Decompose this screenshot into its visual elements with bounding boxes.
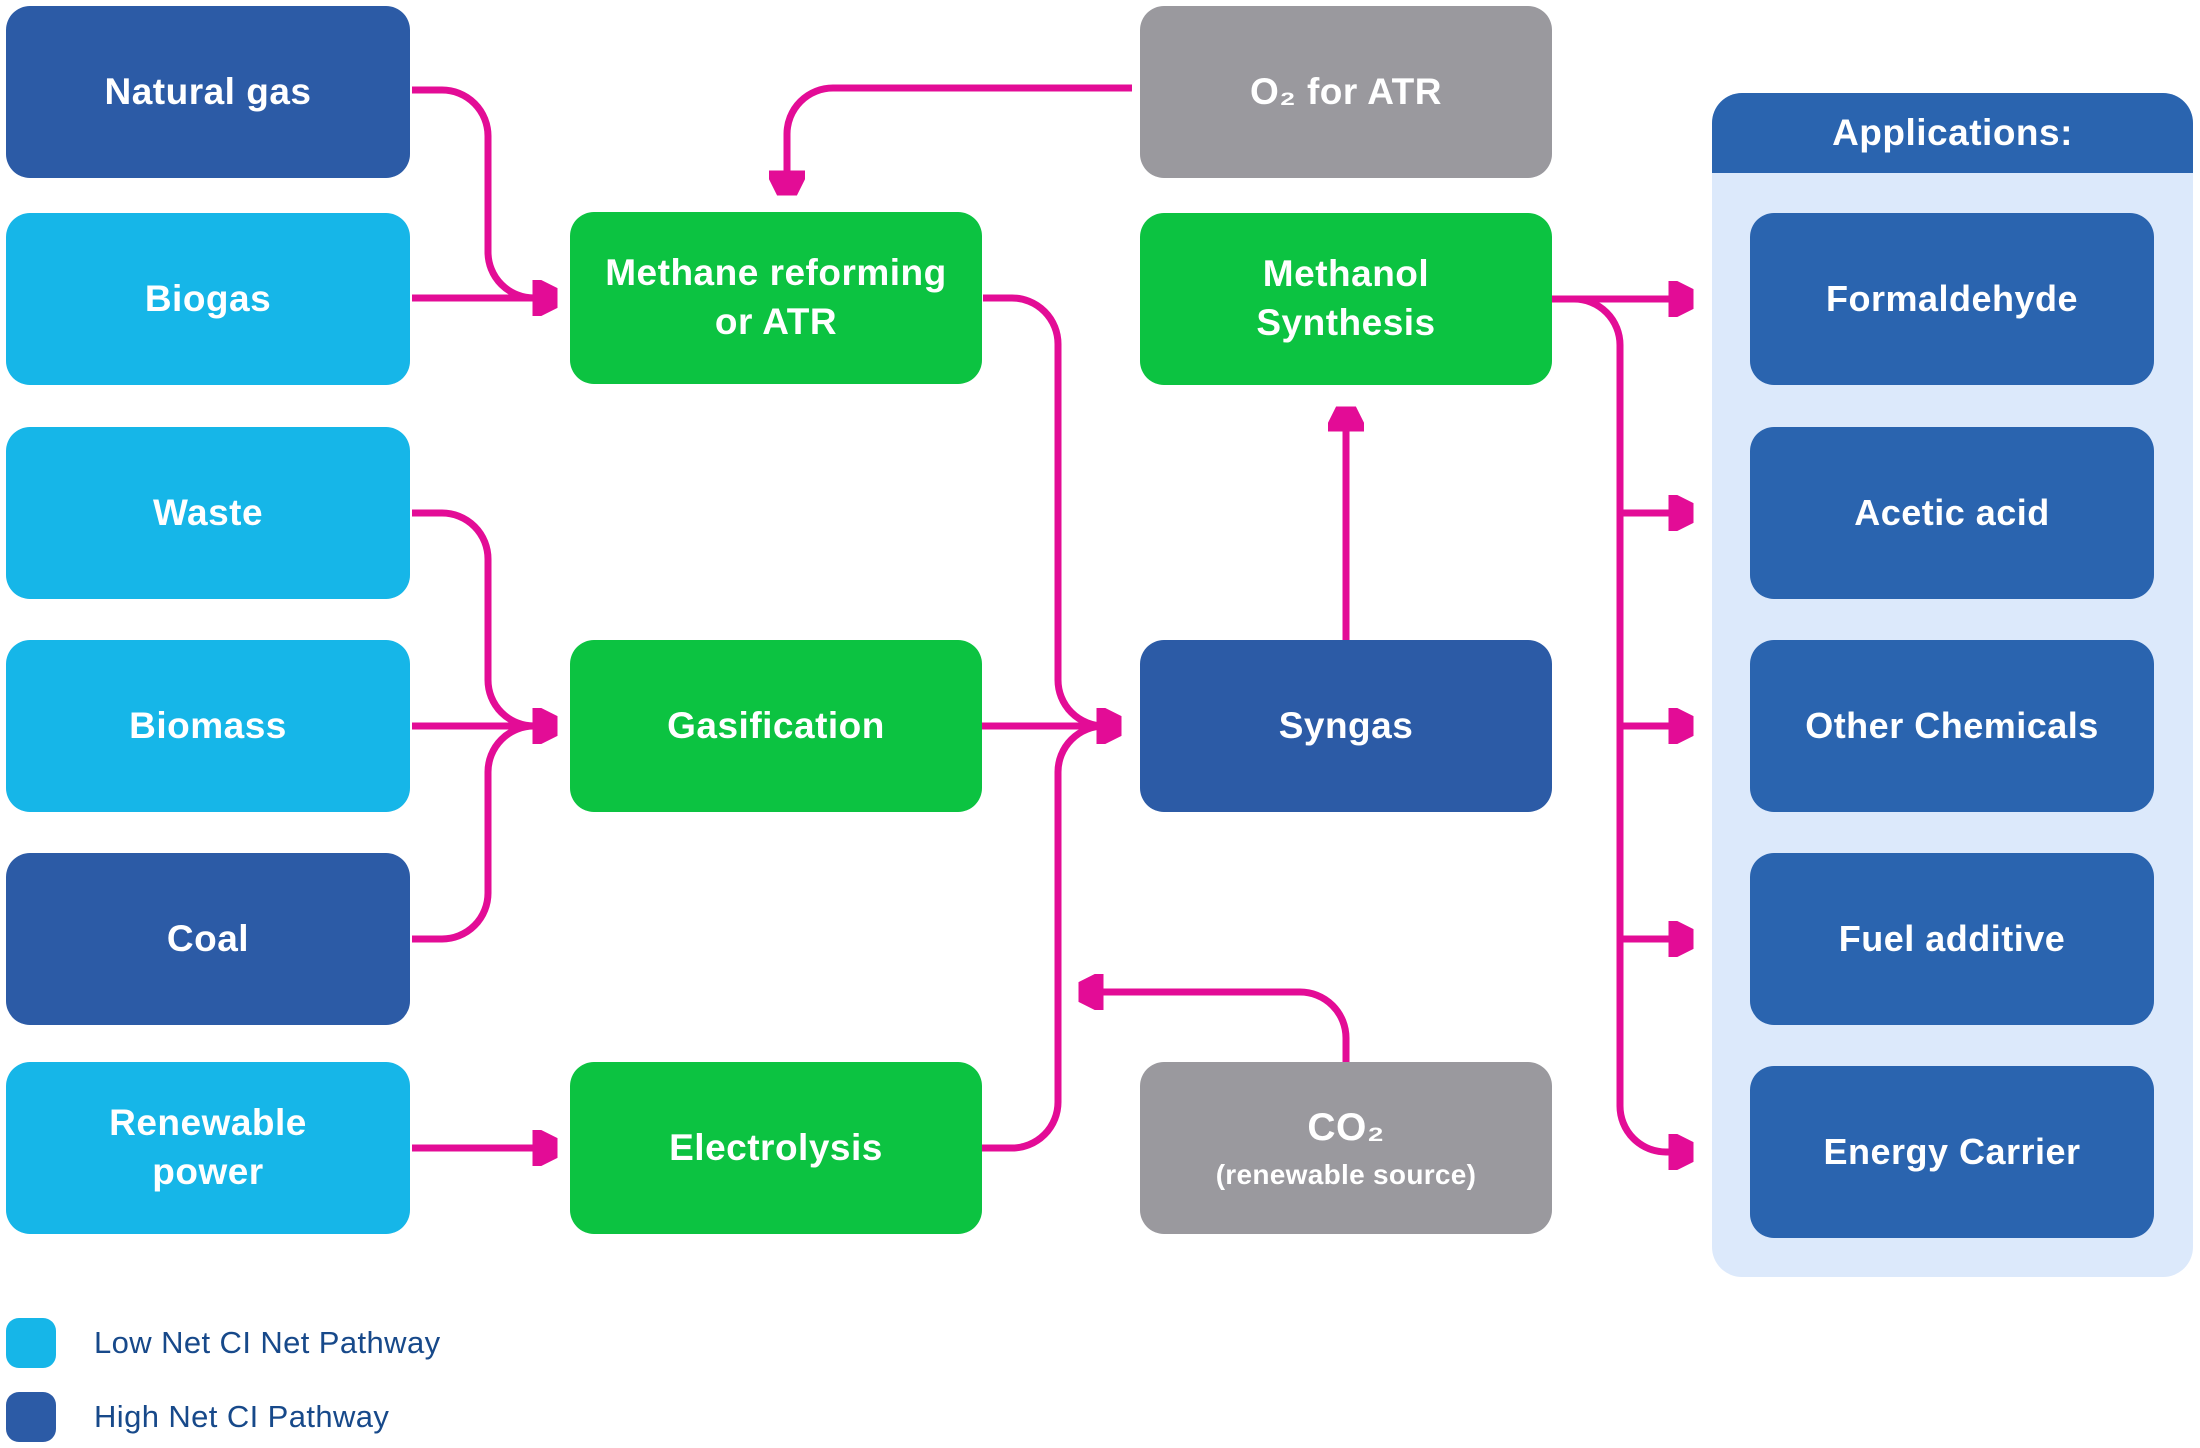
node-co2-sublabel: (renewable source) xyxy=(1215,1159,1477,1191)
node-gasification: Gasification xyxy=(570,640,982,812)
edge-co2-to-syngas-stream xyxy=(1086,992,1350,1062)
app-formaldehyde: Formaldehyde xyxy=(1750,213,2154,385)
app-other-chemicals-label: Other Chemicals xyxy=(1805,705,2099,746)
node-methanol-synthesis: Methanol Synthesis xyxy=(1140,213,1552,385)
node-o2-for-atr: O₂ for ATR xyxy=(1140,6,1552,178)
app-other-chemicals: Other Chemicals xyxy=(1750,640,2154,812)
node-natural-gas: Natural gas xyxy=(6,6,410,178)
legend-label-high-ci: High Net CI Pathway xyxy=(94,1399,390,1434)
edge-coal-to-gasification xyxy=(412,722,544,943)
node-gasification-label: Gasification xyxy=(667,704,885,746)
edge-o2-to-methane-reforming xyxy=(787,84,1132,188)
node-renewable-power-label: Renewable power xyxy=(109,1102,307,1192)
legend-swatch-low-ci xyxy=(6,1318,56,1368)
app-acetic-acid: Acetic acid xyxy=(1750,427,2154,599)
node-biomass-label: Biomass xyxy=(129,704,287,746)
node-coal-label: Coal xyxy=(166,917,250,959)
node-waste-label: Waste xyxy=(152,491,264,533)
node-co2-label: CO₂ xyxy=(1307,1105,1385,1149)
node-waste: Waste xyxy=(6,427,410,599)
node-electrolysis: Electrolysis xyxy=(570,1062,982,1234)
edge-methane-reforming-to-syngas xyxy=(983,294,1112,730)
node-o2-for-atr-label: O₂ for ATR xyxy=(1249,70,1443,112)
edge-waste-to-gasification xyxy=(412,509,544,730)
legend-item-low-ci: Low Net CI Net Pathway xyxy=(6,1318,441,1368)
node-coal: Coal xyxy=(6,853,410,1025)
legend-item-high-ci: High Net CI Pathway xyxy=(6,1392,389,1442)
node-co2: CO₂ (renewable source) xyxy=(1140,1062,1552,1234)
edge-methanol-to-energy-carrier xyxy=(1566,295,1686,1152)
app-fuel-additive: Fuel additive xyxy=(1750,853,2154,1025)
node-methanol-synthesis-label: Methanol Synthesis xyxy=(1256,253,1436,343)
app-energy-carrier-label: Energy Carrier xyxy=(1823,1131,2081,1172)
applications-title: Applications: xyxy=(1832,112,2073,153)
node-methane-reforming: Methane reforming or ATR xyxy=(570,212,982,384)
node-biomass: Biomass xyxy=(6,640,410,812)
edge-electrolysis-to-syngas xyxy=(982,722,1112,1152)
node-biogas-label: Biogas xyxy=(144,277,272,319)
node-methane-reforming-label: Methane reforming or ATR xyxy=(605,252,947,342)
node-syngas-label: Syngas xyxy=(1278,704,1414,746)
node-electrolysis-label: Electrolysis xyxy=(669,1126,883,1168)
app-fuel-additive-label: Fuel additive xyxy=(1838,918,2066,959)
edge-natural-gas-to-methane-reforming xyxy=(412,86,544,302)
applications-panel: Applications: Formaldehyde Acetic acid O… xyxy=(1712,93,2193,1277)
node-syngas: Syngas xyxy=(1140,640,1552,812)
applications-header: Applications: xyxy=(1712,93,2193,173)
legend-label-low-ci: Low Net CI Net Pathway xyxy=(94,1325,441,1360)
app-formaldehyde-label: Formaldehyde xyxy=(1825,278,2079,319)
app-energy-carrier: Energy Carrier xyxy=(1750,1066,2154,1238)
node-natural-gas-label: Natural gas xyxy=(104,70,312,112)
node-biogas: Biogas xyxy=(6,213,410,385)
node-renewable-power: Renewable power xyxy=(6,1062,410,1234)
legend-swatch-high-ci xyxy=(6,1392,56,1442)
app-acetic-acid-label: Acetic acid xyxy=(1854,492,2050,533)
